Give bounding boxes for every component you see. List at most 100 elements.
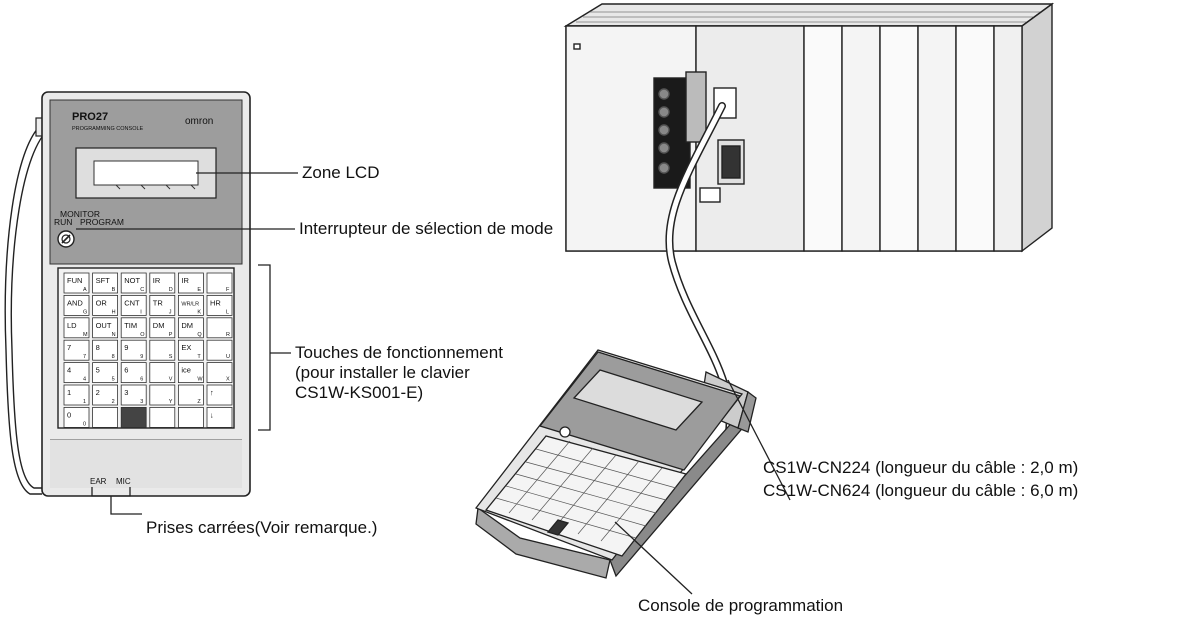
keypad-key-face (92, 362, 118, 384)
keypad-key-sublabel: 8 (112, 354, 115, 360)
label-mode-switch: Interrupteur de sélection de mode (299, 219, 554, 238)
keypad-key-face (120, 362, 147, 384)
keypad-key: 88 (92, 339, 118, 361)
keypad-key-sublabel: L (226, 309, 229, 315)
label-cables: CS1W-CN224 (longueur du câble : 2,0 m) C… (763, 458, 1078, 501)
keypad-key-sublabel: Z (197, 399, 201, 405)
mode-program-label: PROGRAM (80, 217, 124, 227)
keypad-key: ORH (92, 294, 118, 316)
keypad-key-label: SFT (96, 276, 111, 285)
mode-monitor-label: MONITOR (60, 209, 100, 219)
keypad-key-sublabel: Y (169, 399, 173, 405)
keypad-key (92, 406, 118, 428)
keypad-key-label: DM (181, 321, 193, 330)
keypad-key-label: TR (153, 298, 164, 307)
keypad-key-sublabel: R (226, 332, 230, 338)
keypad-key-label: FUN (67, 276, 82, 285)
keypad-key-sublabel: 4 (83, 377, 86, 383)
keypad-key-sublabel: V (169, 377, 173, 383)
keypad-key-face (120, 384, 147, 406)
keypad-key-face (206, 384, 233, 406)
jack-ear-label: EAR (90, 477, 107, 486)
keypad-key-face (63, 317, 90, 339)
keypad-key-face (92, 272, 118, 294)
keypad-key-label: OUT (96, 321, 112, 330)
keypad-key-sublabel: X (226, 377, 230, 383)
keypad-key: 66 (120, 362, 147, 384)
keypad-key-sublabel: P (169, 332, 173, 338)
label-lcd-zone: Zone LCD (302, 163, 380, 182)
keypad-key: Y (149, 384, 176, 406)
plc-rack (563, 2, 1055, 253)
keypad-key-face (149, 384, 176, 406)
label-operation-keys-line2: (pour installer le clavier (295, 363, 470, 382)
keypad-key-label: NOT (124, 276, 140, 285)
console-subtitle: PROGRAMMING CONSOLE (72, 126, 144, 132)
keypad-key-sublabel: 0 (83, 421, 86, 427)
label-operation-keys-line3: CS1W-KS001-E) (295, 383, 424, 402)
keypad-key-face (120, 406, 147, 428)
keypad-key-sublabel: 2 (112, 399, 115, 405)
keypad-key-face (92, 384, 118, 406)
keypad-key-label: LD (67, 321, 77, 330)
keypad-key-face (177, 362, 204, 384)
label-cable-1: CS1W-CN224 (longueur du câble : 2,0 m) (763, 458, 1079, 477)
keypad-key-face (206, 294, 233, 316)
keypad-key-sublabel: 9 (140, 354, 143, 360)
keypad-key-face (63, 272, 90, 294)
keypad-key: TR J (149, 294, 176, 316)
programming-console-perspective (474, 349, 757, 579)
keypad-key-face (149, 339, 176, 361)
keypad-key-sublabel: M (83, 332, 88, 338)
label-jacks: Prises carrées(Voir remarque.) (146, 518, 378, 537)
keypad-key: X (206, 362, 233, 384)
keypad-key: Z (177, 384, 204, 406)
keypad-key: U (206, 339, 233, 361)
keypad-key-face (206, 317, 233, 339)
keypad-key-face (177, 339, 204, 361)
keypad-key-sublabel: K (197, 309, 201, 315)
keypad-key-sublabel: W (197, 377, 203, 383)
keypad-key-sublabel: I (140, 309, 142, 315)
keypad-key-face (63, 362, 90, 384)
keypad-key-face (92, 294, 118, 316)
keypad-key-sublabel: O (140, 332, 145, 338)
keypad-key-sublabel: 6 (140, 377, 143, 383)
keypad-key-label: 5 (96, 366, 100, 375)
keypad-key: EXT (177, 339, 204, 361)
keypad-key-sublabel: C (140, 287, 144, 293)
keypad-key-label: TIM (124, 321, 137, 330)
keypad-key: LD M (63, 317, 90, 339)
keypad-key-face (63, 339, 90, 361)
keypad-key-sublabel: 7 (83, 354, 86, 360)
keypad-key-label: ice (181, 366, 191, 375)
keypad-key-label: 8 (96, 343, 100, 352)
keypad-key: R (206, 317, 233, 339)
keypad-key-sublabel: J (169, 309, 172, 315)
keypad-key: WR/LRK (177, 294, 204, 316)
keypad-key-label: DM (153, 321, 165, 330)
keypad-key-label: ↓ (210, 410, 214, 419)
keypad-key-label: AND (67, 298, 83, 307)
keypad-key-sublabel: U (226, 354, 230, 360)
keypad-key: 11 (63, 384, 90, 406)
console-model: PRO27 (72, 111, 108, 123)
keypad-key-label: CNT (124, 298, 140, 307)
label-programming-console: Console de programmation (638, 596, 844, 615)
keypad-key: DMQ (177, 317, 204, 339)
keypad-key-face (177, 317, 204, 339)
keypad-key: IRD (149, 272, 176, 294)
keypad-key-sublabel: N (112, 332, 116, 338)
keypad-key-sublabel: S (169, 354, 173, 360)
keypad-key-face (177, 384, 204, 406)
keypad-key-face (120, 294, 147, 316)
label-operation-keys: Touches de fonctionnement (pour installe… (295, 343, 503, 403)
